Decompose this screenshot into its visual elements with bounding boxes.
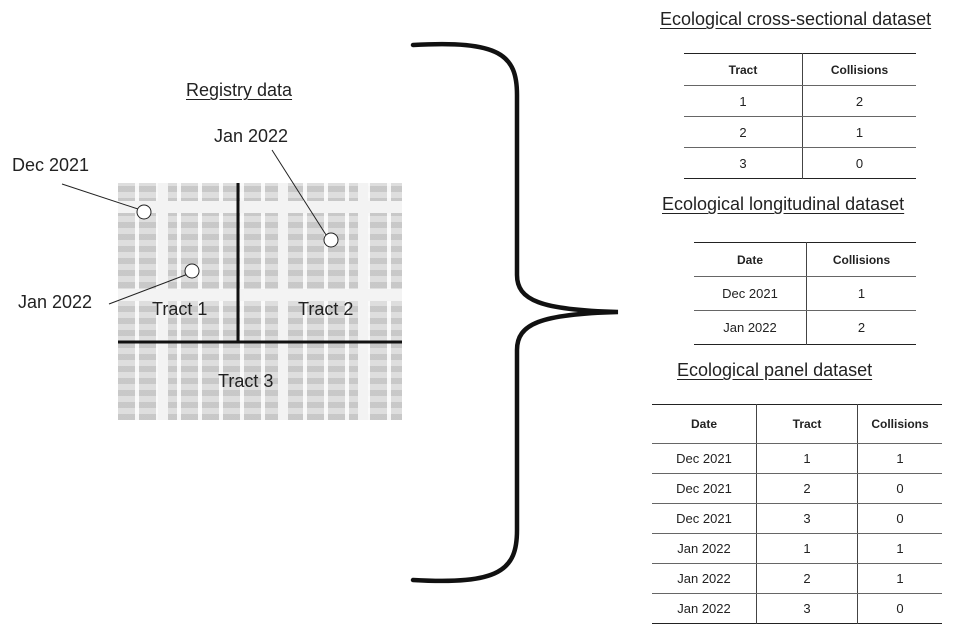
registry-title: Registry data xyxy=(186,80,293,100)
table-row: Dec 2021 1 1 xyxy=(652,443,942,474)
map-street xyxy=(118,201,402,213)
longitudinal-title: Ecological longitudinal dataset xyxy=(662,194,905,214)
table-cell: 0 xyxy=(855,155,864,171)
table-cell: 1 xyxy=(857,533,942,564)
column-header: Collisions xyxy=(806,242,916,277)
longitudinal-table: Date Collisions Dec 2021 1 Jan 2022 2 xyxy=(694,242,916,345)
table-cell: 1 xyxy=(806,276,916,311)
table-cell: 1 xyxy=(802,116,916,148)
table-cell: 1 xyxy=(756,533,858,564)
cross-sectional-table: Tract Collisions 1 2 2 1 3 0 xyxy=(684,53,916,179)
table-cell: 0 xyxy=(857,503,942,534)
curly-brace xyxy=(410,41,619,584)
collision-marker xyxy=(184,263,200,279)
table-cell: Jan 2022 xyxy=(694,310,807,345)
map-street xyxy=(118,289,402,301)
table-cell: 1 xyxy=(684,85,803,117)
callout-label-dec-2021: Dec 2021 xyxy=(12,155,90,175)
table-row: 2 1 xyxy=(684,116,916,148)
column-header: Date xyxy=(694,242,807,277)
table-cell: 2 xyxy=(857,320,866,335)
table-cell: 2 xyxy=(802,85,916,117)
table-cell: 0 xyxy=(896,601,904,616)
table-row: Dec 2021 1 xyxy=(694,276,916,311)
table-cell: 1 xyxy=(756,443,858,474)
callout-line-jan-2022-tract2 xyxy=(271,149,329,239)
table-cell: 1 xyxy=(857,563,942,594)
callout-label-jan-2022-tract1: Jan 2022 xyxy=(18,292,93,312)
tract-2-label: Tract 2 xyxy=(298,299,354,319)
table-row: Dec 2021 2 0 xyxy=(652,473,942,504)
table-cell: 3 xyxy=(756,503,858,534)
tract-3-label: Tract 3 xyxy=(218,371,274,391)
table-cell: 3 xyxy=(756,593,858,624)
table-row: 3 0 xyxy=(684,147,916,179)
table-cell: 2 xyxy=(756,563,858,594)
map-avenue xyxy=(158,183,168,420)
tract-1-label: Tract 1 xyxy=(152,299,208,319)
table-row: Jan 2022 3 0 xyxy=(652,593,942,624)
table-cell: Dec 2021 xyxy=(694,276,807,311)
table-cell: 2 xyxy=(684,116,803,148)
callout-line-dec-2021 xyxy=(61,183,142,211)
table-row: Jan 2022 2 1 xyxy=(652,563,942,594)
cross-sectional-title: Ecological cross-sectional dataset xyxy=(660,9,932,29)
table-row: Jan 2022 1 1 xyxy=(652,533,942,564)
table-row: Jan 2022 2 xyxy=(694,310,916,345)
panel-title: Ecological panel dataset xyxy=(677,360,873,380)
table-cell: Jan 2022 xyxy=(652,533,757,564)
panel-table: Date Tract Collisions Dec 2021 1 1 Dec 2… xyxy=(652,404,942,624)
callout-label-jan-2022-tract2: Jan 2022 xyxy=(214,126,289,146)
collision-marker xyxy=(323,232,339,248)
table-cell: Jan 2022 xyxy=(652,593,757,624)
table-row: Dec 2021 3 0 xyxy=(652,503,942,534)
column-header: Collisions xyxy=(857,404,942,444)
callout-line-jan-2022-tract1 xyxy=(108,273,189,305)
table-cell: Dec 2021 xyxy=(652,503,757,534)
table-cell: 0 xyxy=(857,473,942,504)
map-avenue xyxy=(358,183,368,420)
table-cell: Dec 2021 xyxy=(652,473,757,504)
table-cell: 1 xyxy=(857,443,942,474)
table-cell: 2 xyxy=(756,473,858,504)
column-header: Tract xyxy=(756,404,858,444)
table-cell: Jan 2022 xyxy=(652,563,757,594)
collision-marker xyxy=(136,204,152,220)
table-row: 1 2 xyxy=(684,85,916,117)
map-avenue xyxy=(278,183,288,420)
column-header: Collisions xyxy=(802,53,916,86)
column-header: Tract xyxy=(684,53,803,86)
column-header: Date xyxy=(652,404,757,444)
table-cell: Dec 2021 xyxy=(652,443,757,474)
tract-map: Tract 1 Tract 2 Tract 3 xyxy=(118,183,402,420)
table-cell: 3 xyxy=(684,147,803,179)
